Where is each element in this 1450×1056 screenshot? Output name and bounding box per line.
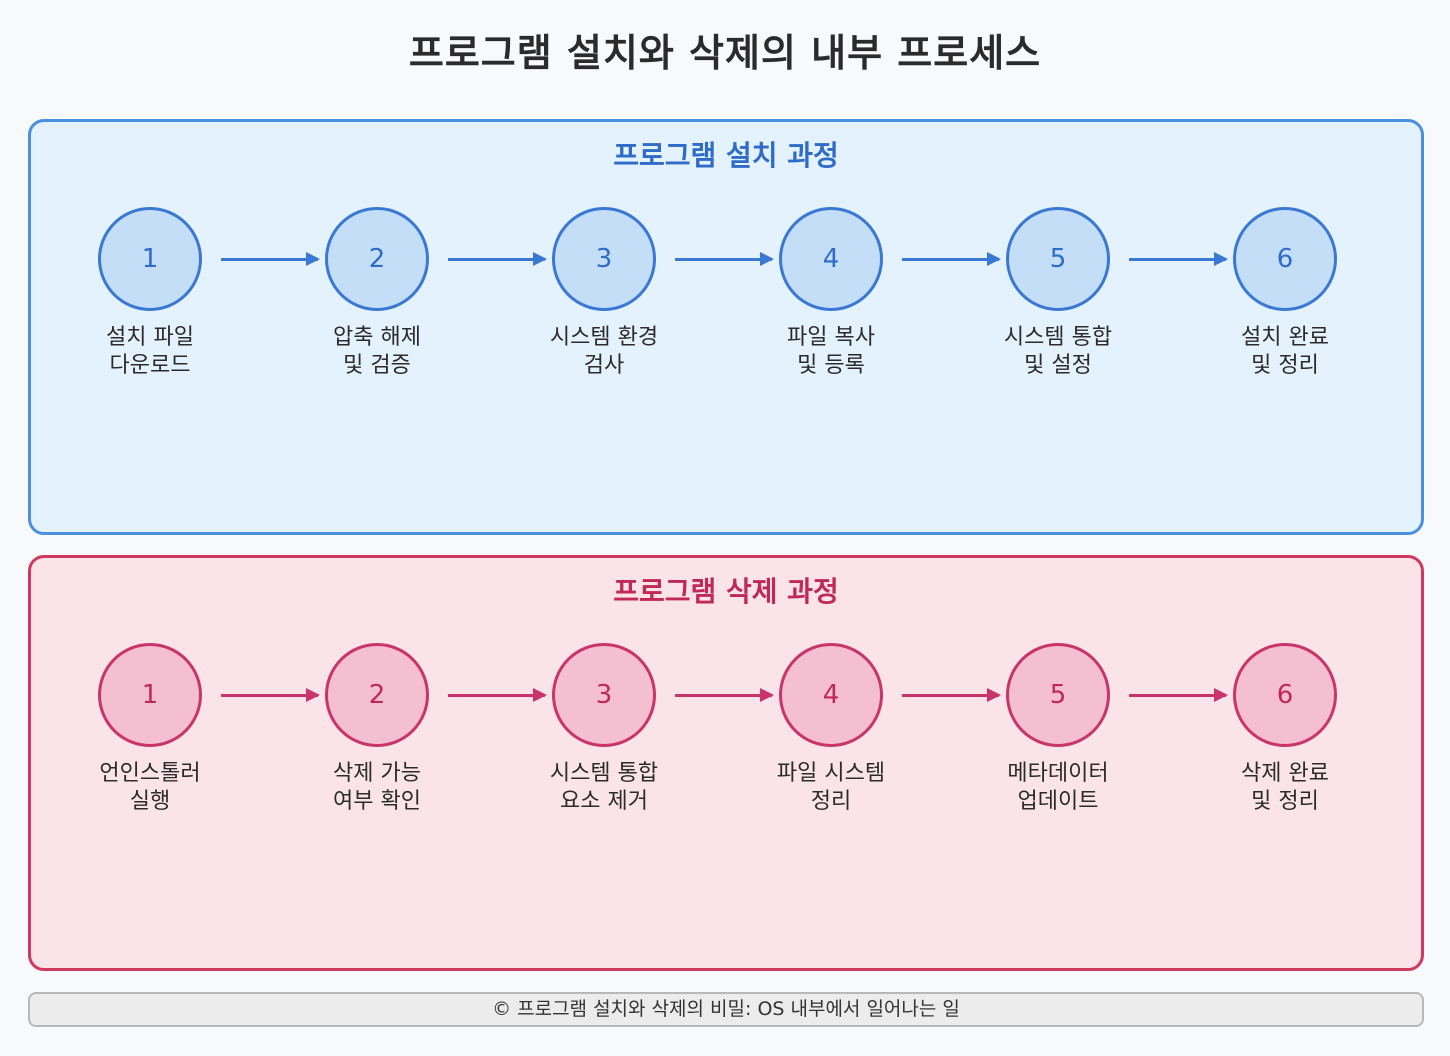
install-step-1-circle: 1 xyxy=(98,207,202,311)
install-arrow-3-4 xyxy=(675,252,774,266)
uninstall-arrow-1-2 xyxy=(221,688,320,702)
uninstall-step-4-circle: 4 xyxy=(779,643,883,747)
uninstall-step-1-circle: 1 xyxy=(98,643,202,747)
install-step-6-circle: 6 xyxy=(1233,207,1337,311)
install-arrow-1-2 xyxy=(221,252,320,266)
page-title: 프로그램 설치와 삭제의 내부 프로세스 xyxy=(408,31,1042,75)
uninstall-arrow-4-5 xyxy=(902,688,1001,702)
install-step-3-circle: 3 xyxy=(552,207,656,311)
install-step-4-circle: 4 xyxy=(779,207,883,311)
install-step-2-circle: 2 xyxy=(325,207,429,311)
install-step-5-circle: 5 xyxy=(1006,207,1110,311)
install-arrow-2-3 xyxy=(448,252,547,266)
uninstall-arrow-2-3 xyxy=(448,688,547,702)
install-arrow-4-5 xyxy=(902,252,1001,266)
uninstall-step-6-circle: 6 xyxy=(1233,643,1337,747)
uninstall-arrow-3-4 xyxy=(675,688,774,702)
uninstall-panel-title: 프로그램 삭제 과정 xyxy=(613,575,839,608)
uninstall-step-3-circle: 3 xyxy=(552,643,656,747)
footer-caption: © 프로그램 설치와 삭제의 비밀: OS 내부에서 일어나는 일 xyxy=(28,992,1424,1027)
uninstall-step-2-circle: 2 xyxy=(325,643,429,747)
install-arrow-5-6 xyxy=(1129,252,1228,266)
install-panel-title: 프로그램 설치 과정 xyxy=(613,139,839,172)
uninstall-arrow-5-6 xyxy=(1129,688,1228,702)
uninstall-step-5-circle: 5 xyxy=(1006,643,1110,747)
